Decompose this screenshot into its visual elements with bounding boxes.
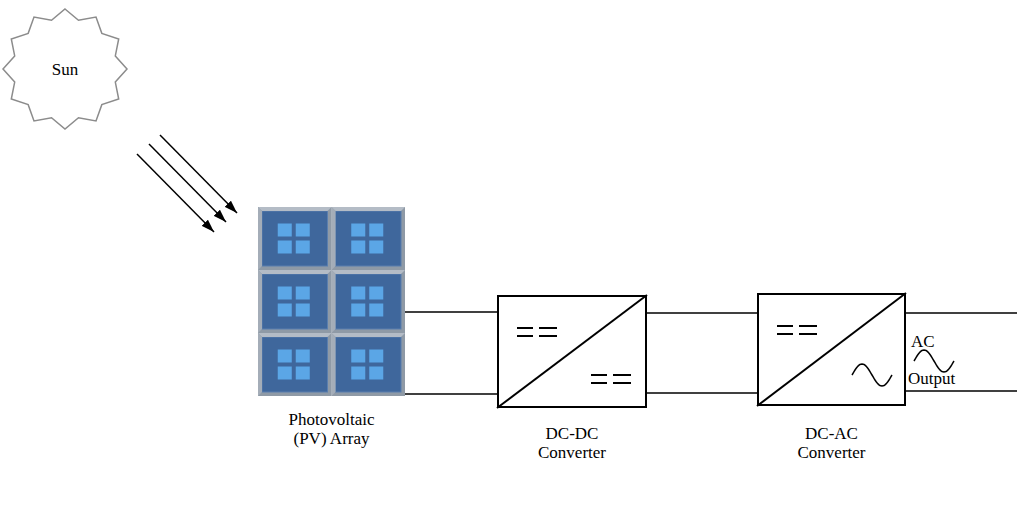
converter-box: DC-DC Converter <box>497 295 647 408</box>
output-wire <box>906 390 1017 392</box>
component-label: DC-DC Converter <box>526 424 618 462</box>
ac-sine-symbol <box>914 350 954 372</box>
component-label: Photovoltaic (PV) Array <box>276 410 388 448</box>
sun-star: Sun <box>2 8 128 130</box>
converter-box: DC-AC Converter <box>757 293 906 406</box>
light-ray-arrow <box>149 144 226 222</box>
dc-wire <box>647 392 757 394</box>
pv-array: Photovoltaic (PV) Array <box>258 207 405 396</box>
dc-wire <box>405 311 497 313</box>
component-label: DC-AC Converter <box>786 424 878 462</box>
converter-symbol <box>499 297 645 406</box>
solar-panel-illustration <box>258 207 405 396</box>
output-wire <box>906 312 1017 314</box>
light-ray-arrow <box>160 135 237 213</box>
node-label: Sun <box>52 60 78 79</box>
converter-symbol <box>759 295 904 404</box>
output-label: Output <box>908 369 955 388</box>
output-label: AC <box>911 332 935 351</box>
light-ray-arrow <box>137 154 214 232</box>
dc-wire <box>647 312 757 314</box>
dc-wire <box>405 393 497 395</box>
